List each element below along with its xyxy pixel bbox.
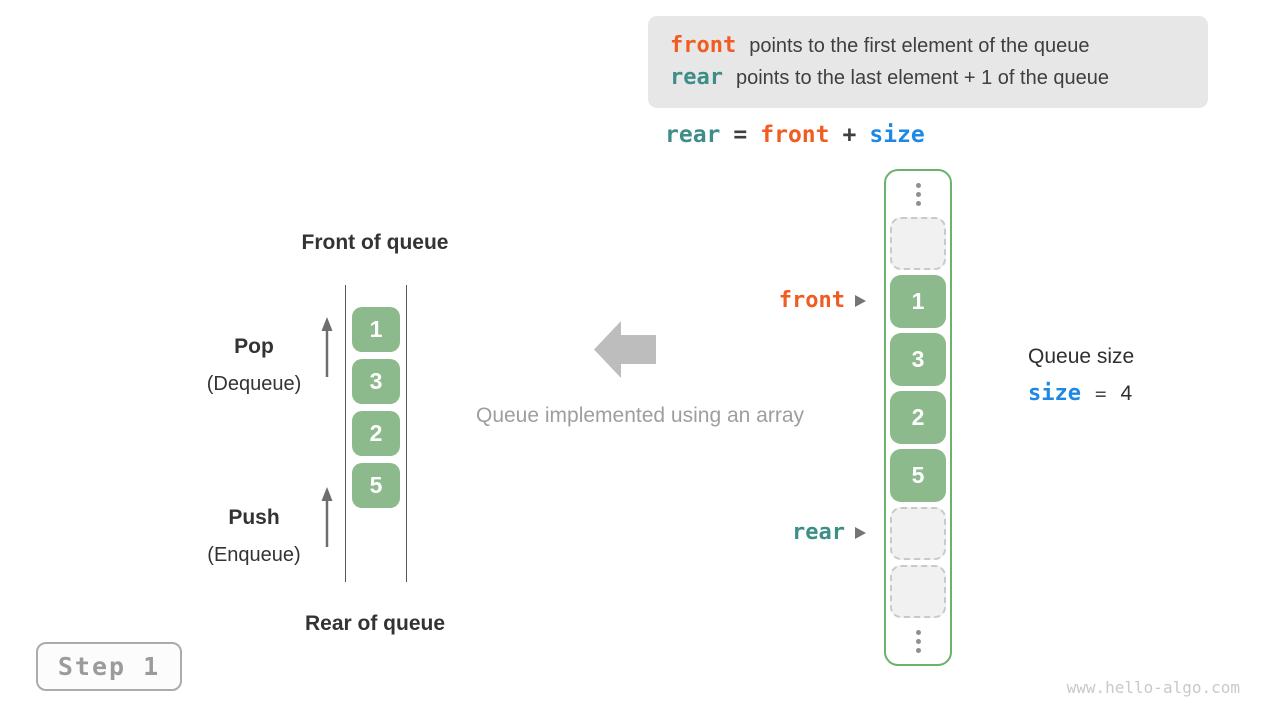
queue-element: 3 bbox=[352, 359, 400, 404]
enqueue-label: (Enqueue) bbox=[207, 544, 301, 566]
array-empty-slot bbox=[890, 217, 946, 270]
size-keyword: size bbox=[1028, 381, 1081, 406]
push-label-group: Push (Enqueue) bbox=[192, 506, 316, 567]
queue-element: 2 bbox=[352, 411, 400, 456]
front-keyword: front bbox=[670, 33, 737, 58]
info-line-rear: rear points to the last element + 1 of t… bbox=[670, 63, 1186, 93]
queue-channel bbox=[345, 285, 407, 582]
formula-plus: + bbox=[842, 122, 857, 148]
formula-rear: rear bbox=[665, 122, 721, 148]
dequeue-label: (Dequeue) bbox=[206, 373, 302, 395]
formula-size: size bbox=[869, 122, 925, 148]
rear-of-queue-label: Rear of queue bbox=[304, 612, 446, 635]
queue-size-title: Queue size bbox=[1028, 345, 1135, 368]
front-pointer-label: front bbox=[778, 288, 845, 313]
push-up-arrow-icon bbox=[321, 487, 333, 547]
left-queue-boxes: 1 3 2 5 bbox=[352, 307, 400, 508]
ellipsis-dot bbox=[915, 182, 921, 188]
vertical-ellipsis-icon bbox=[915, 176, 921, 212]
size-equals: = bbox=[1094, 383, 1107, 405]
array-element: 5 bbox=[890, 449, 946, 502]
array-empty-slot bbox=[890, 565, 946, 618]
pop-up-arrow-icon bbox=[321, 317, 333, 377]
formula: rear = front + size bbox=[665, 122, 925, 148]
watermark: www.hello-algo.com bbox=[1066, 678, 1240, 697]
push-label: Push bbox=[228, 506, 280, 529]
pop-label-group: Pop (Dequeue) bbox=[192, 335, 316, 396]
formula-front: front bbox=[760, 122, 830, 148]
front-description: points to the first element of the queue bbox=[749, 35, 1090, 57]
vertical-ellipsis-icon bbox=[915, 623, 921, 659]
ellipsis-dot bbox=[915, 191, 921, 197]
queue-element: 5 bbox=[352, 463, 400, 508]
queue-element: 1 bbox=[352, 307, 400, 352]
rear-pointer: rear bbox=[728, 519, 866, 547]
rear-pointer-label: rear bbox=[792, 520, 845, 545]
info-line-front: front points to the first element of the… bbox=[670, 31, 1186, 61]
rear-keyword: rear bbox=[670, 65, 723, 90]
left-block-arrow-icon bbox=[594, 321, 656, 378]
queue-size-panel: Queue size size = 4 bbox=[1028, 344, 1134, 406]
front-pointer: front bbox=[728, 287, 866, 315]
size-value: 4 bbox=[1120, 382, 1133, 405]
step-badge: Step 1 bbox=[36, 642, 182, 691]
array-element: 3 bbox=[890, 333, 946, 386]
ellipsis-dot bbox=[915, 200, 921, 206]
rear-description: points to the last element + 1 of the qu… bbox=[735, 67, 1110, 89]
size-value-line: size = 4 bbox=[1028, 381, 1134, 406]
array-empty-slot bbox=[890, 507, 946, 560]
diagram-caption: Queue implemented using an array bbox=[475, 404, 805, 427]
info-box: front points to the first element of the… bbox=[648, 16, 1208, 108]
pop-label: Pop bbox=[234, 335, 274, 358]
formula-equals: = bbox=[733, 122, 748, 148]
array-element: 1 bbox=[890, 275, 946, 328]
ellipsis-dot bbox=[915, 629, 921, 635]
pointer-arrow-icon bbox=[855, 527, 866, 539]
ellipsis-dot bbox=[915, 638, 921, 644]
pointer-arrow-icon bbox=[855, 295, 866, 307]
front-of-queue-label: Front of queue bbox=[301, 231, 449, 254]
array-element: 2 bbox=[890, 391, 946, 444]
ellipsis-dot bbox=[915, 647, 921, 653]
